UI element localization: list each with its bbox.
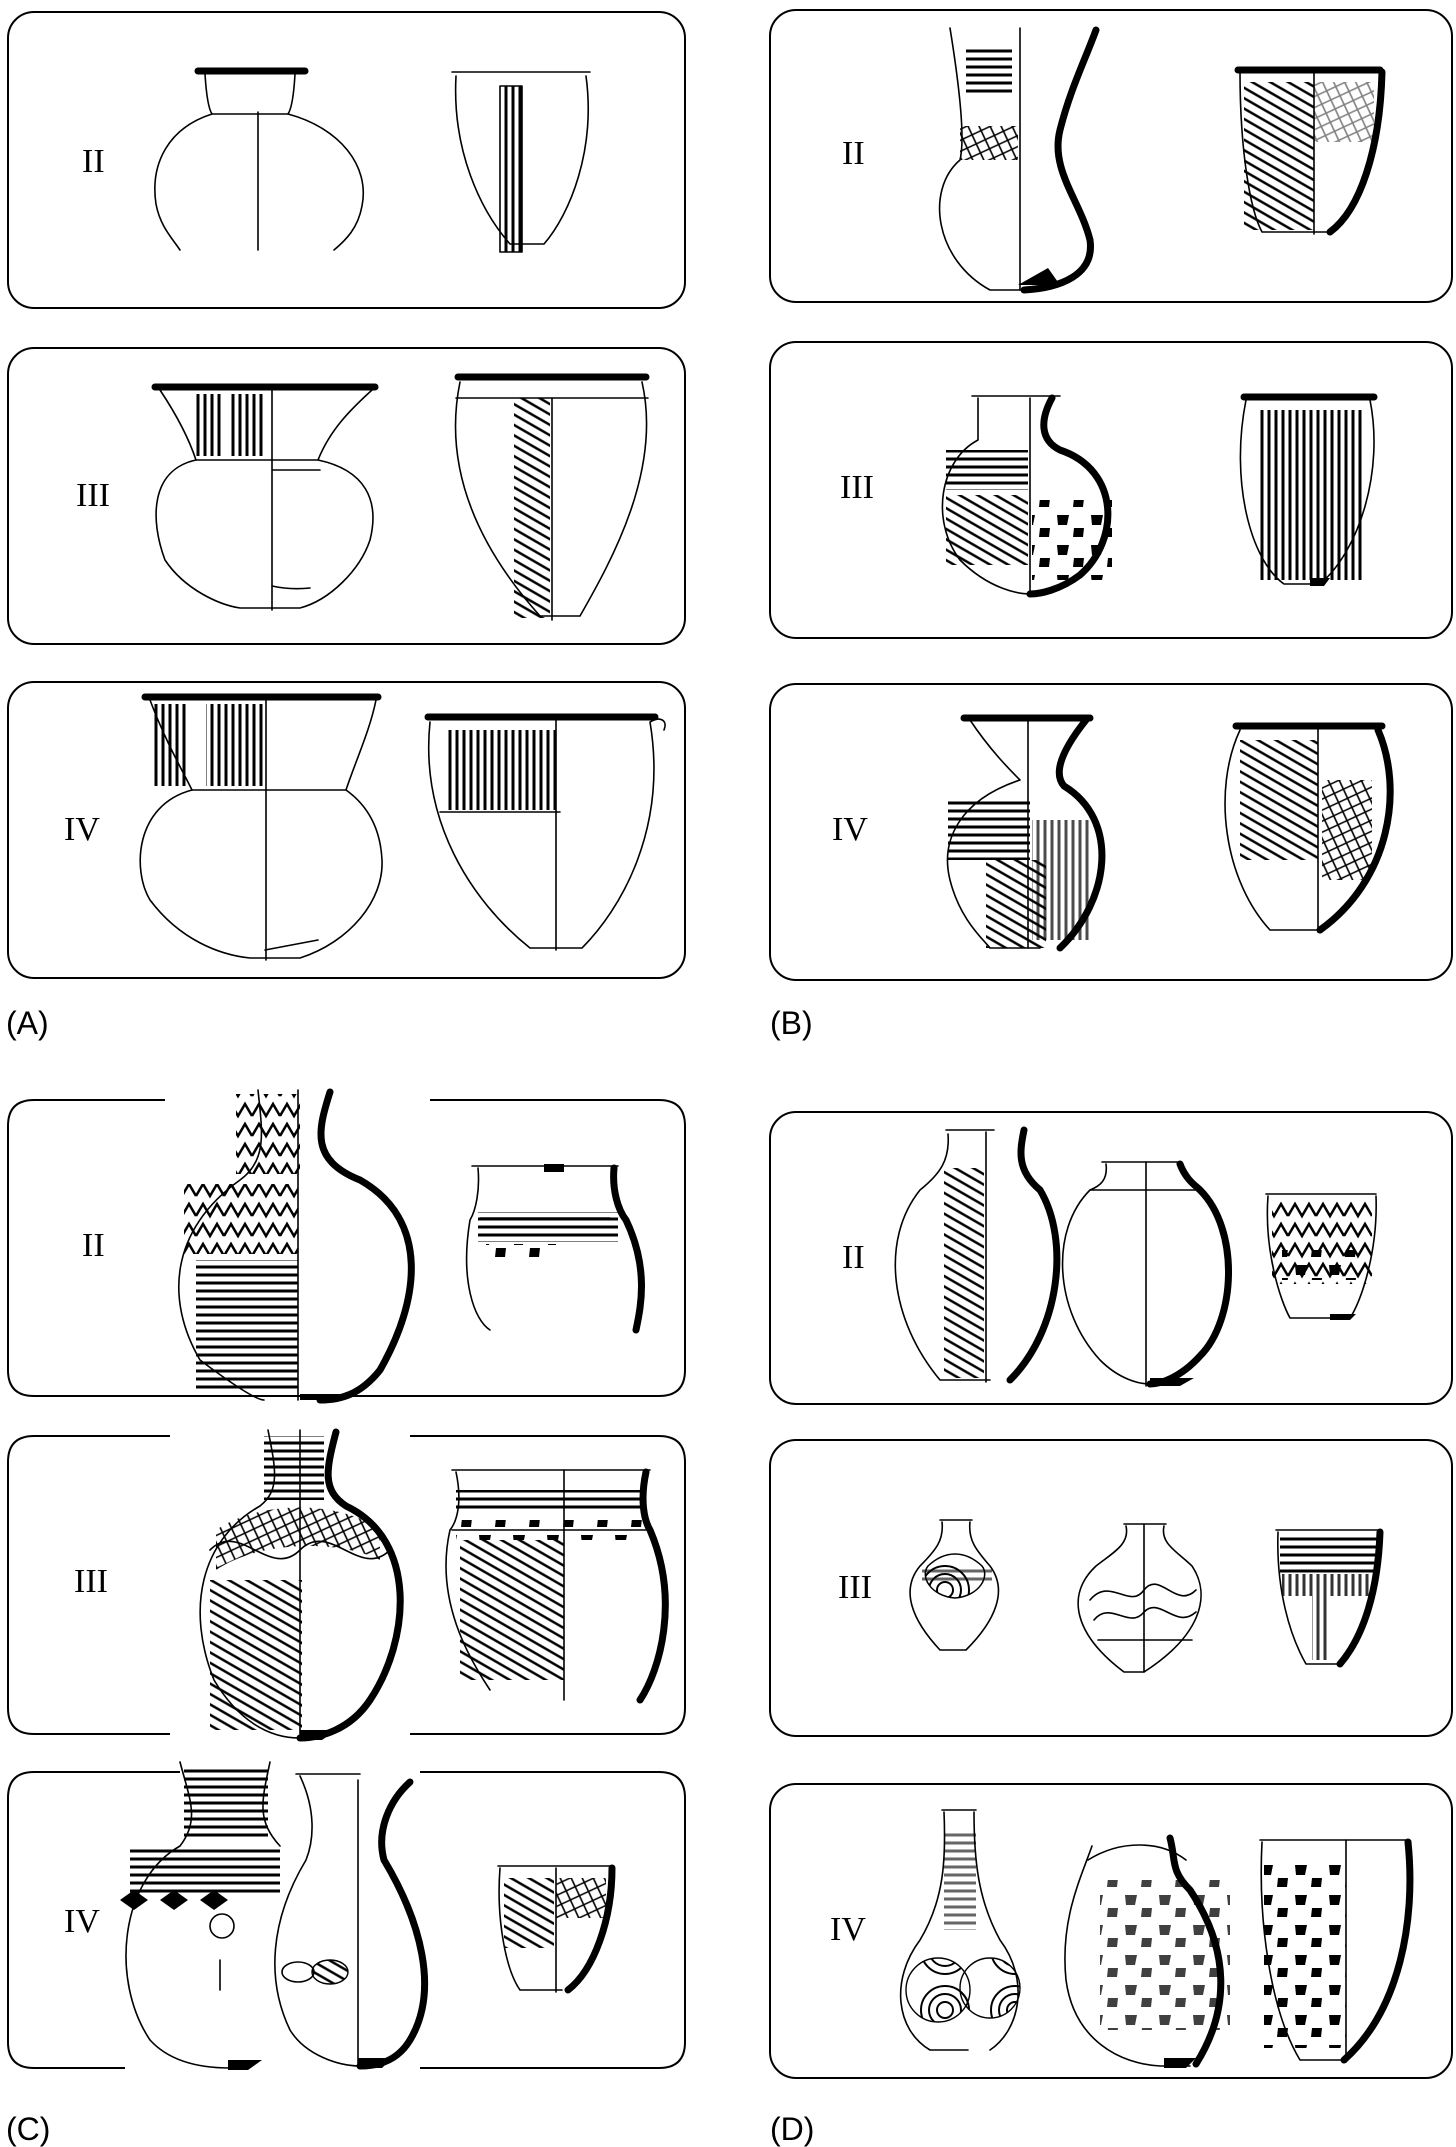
vessel-deep-bowl bbox=[451, 71, 591, 253]
panel-d-row-iii-frame bbox=[769, 1439, 1453, 1737]
vessel-jar bbox=[139, 693, 383, 961]
panel-a-caption: (A) bbox=[6, 1005, 49, 1041]
panel-b-row-iii-frame bbox=[769, 341, 1453, 639]
panel-c-row-iv: IV bbox=[7, 1761, 686, 2070]
panel-a-row-iii: III bbox=[7, 347, 686, 645]
vessel-jar bbox=[465, 1164, 645, 1334]
vessel-cup bbox=[497, 1864, 616, 1994]
panel-b-row-ii: II bbox=[769, 9, 1453, 303]
vessel-jar bbox=[1064, 1834, 1230, 2068]
panel-d-row-iv-label: IV bbox=[830, 1911, 866, 1948]
vessel-deep-bowl bbox=[1239, 393, 1378, 586]
panel-d-row-iii-label: III bbox=[838, 1569, 872, 1606]
panel-a-row-ii-label: II bbox=[82, 143, 105, 180]
vessel-flask bbox=[946, 714, 1106, 952]
panel-c-row-ii-label: II bbox=[82, 1227, 105, 1264]
panel-a-row-iv: IV bbox=[7, 681, 686, 979]
panel-c-row-iv-frame bbox=[7, 1771, 686, 2069]
panel-c-row-ii-frame bbox=[7, 1099, 686, 1397]
panel-b-row-iii: III bbox=[769, 341, 1453, 639]
panel-c-row-iv-label: IV bbox=[64, 1903, 100, 1940]
panel-c-row-iii-frame bbox=[7, 1435, 686, 1735]
panel-d-row-iii: III bbox=[769, 1439, 1453, 1737]
vessel-jar bbox=[151, 383, 379, 611]
panel-d: II III bbox=[769, 1111, 1453, 2147]
vessel-bottle bbox=[899, 1809, 1021, 2051]
panel-d-row-iv: IV bbox=[769, 1783, 1453, 2079]
vessel-tall-jar bbox=[199, 1428, 404, 1742]
panel-d-row-ii-frame bbox=[769, 1111, 1453, 1405]
vessel-flask bbox=[909, 1519, 1000, 1651]
panel-b-row-iii-label: III bbox=[840, 469, 874, 506]
vessel-cup bbox=[1234, 66, 1386, 236]
panel-a: II III bbox=[6, 11, 686, 1041]
panel-d-row-iv-frame bbox=[769, 1783, 1453, 2079]
vessel-ovoid-jar bbox=[1224, 722, 1394, 934]
panel-c-caption: (C) bbox=[6, 2111, 50, 2147]
panel-c-row-iii: III bbox=[7, 1428, 686, 1742]
panel-a-row-ii-frame bbox=[7, 11, 686, 309]
panel-b-caption: (B) bbox=[770, 1005, 813, 1041]
vessel-bottle bbox=[274, 1773, 429, 2070]
panel-b-row-ii-frame bbox=[769, 9, 1453, 303]
vessel-flask bbox=[941, 394, 1112, 598]
vessel-jar bbox=[445, 1468, 669, 1704]
vessel-deep-bowl bbox=[424, 713, 666, 951]
panel-c: II III bbox=[6, 1088, 686, 2147]
vessel-deep-bowl bbox=[1259, 1838, 1414, 2064]
panel-a-row-ii: II bbox=[7, 11, 686, 309]
vessel-tall-jar bbox=[178, 1088, 415, 1404]
panel-d-caption: (D) bbox=[770, 2111, 814, 2147]
panel-d-row-ii-label: II bbox=[842, 1239, 865, 1276]
panel-c-row-ii: II bbox=[7, 1088, 686, 1404]
panel-a-row-iv-label: IV bbox=[64, 811, 100, 848]
panel-b-row-iv-frame bbox=[769, 683, 1453, 981]
panel-d-row-ii: II bbox=[769, 1111, 1453, 1405]
vessel-tall-jar bbox=[894, 1126, 1061, 1384]
panel-a-row-iv-frame bbox=[7, 681, 686, 979]
panel-a-row-iii-label: III bbox=[76, 477, 110, 514]
panel-b-row-iv-label: IV bbox=[832, 811, 868, 848]
panel-c-row-iii-label: III bbox=[74, 1563, 108, 1600]
vessel-jar bbox=[1077, 1523, 1202, 1673]
vessel-tall-jar bbox=[120, 1761, 281, 2070]
panel-b: II III bbox=[769, 9, 1453, 1041]
vessel-deep-bowl bbox=[454, 373, 650, 621]
vessel-jar bbox=[1061, 1160, 1232, 1388]
vessel-bottle bbox=[938, 26, 1100, 294]
panel-b-row-ii-label: II bbox=[842, 135, 865, 172]
vessel-jar bbox=[154, 67, 365, 251]
vessel-cup bbox=[1265, 1193, 1377, 1320]
panel-b-row-iv: IV bbox=[769, 683, 1453, 981]
panel-a-row-iii-frame bbox=[7, 347, 686, 645]
vessel-cup bbox=[1275, 1528, 1384, 1668]
